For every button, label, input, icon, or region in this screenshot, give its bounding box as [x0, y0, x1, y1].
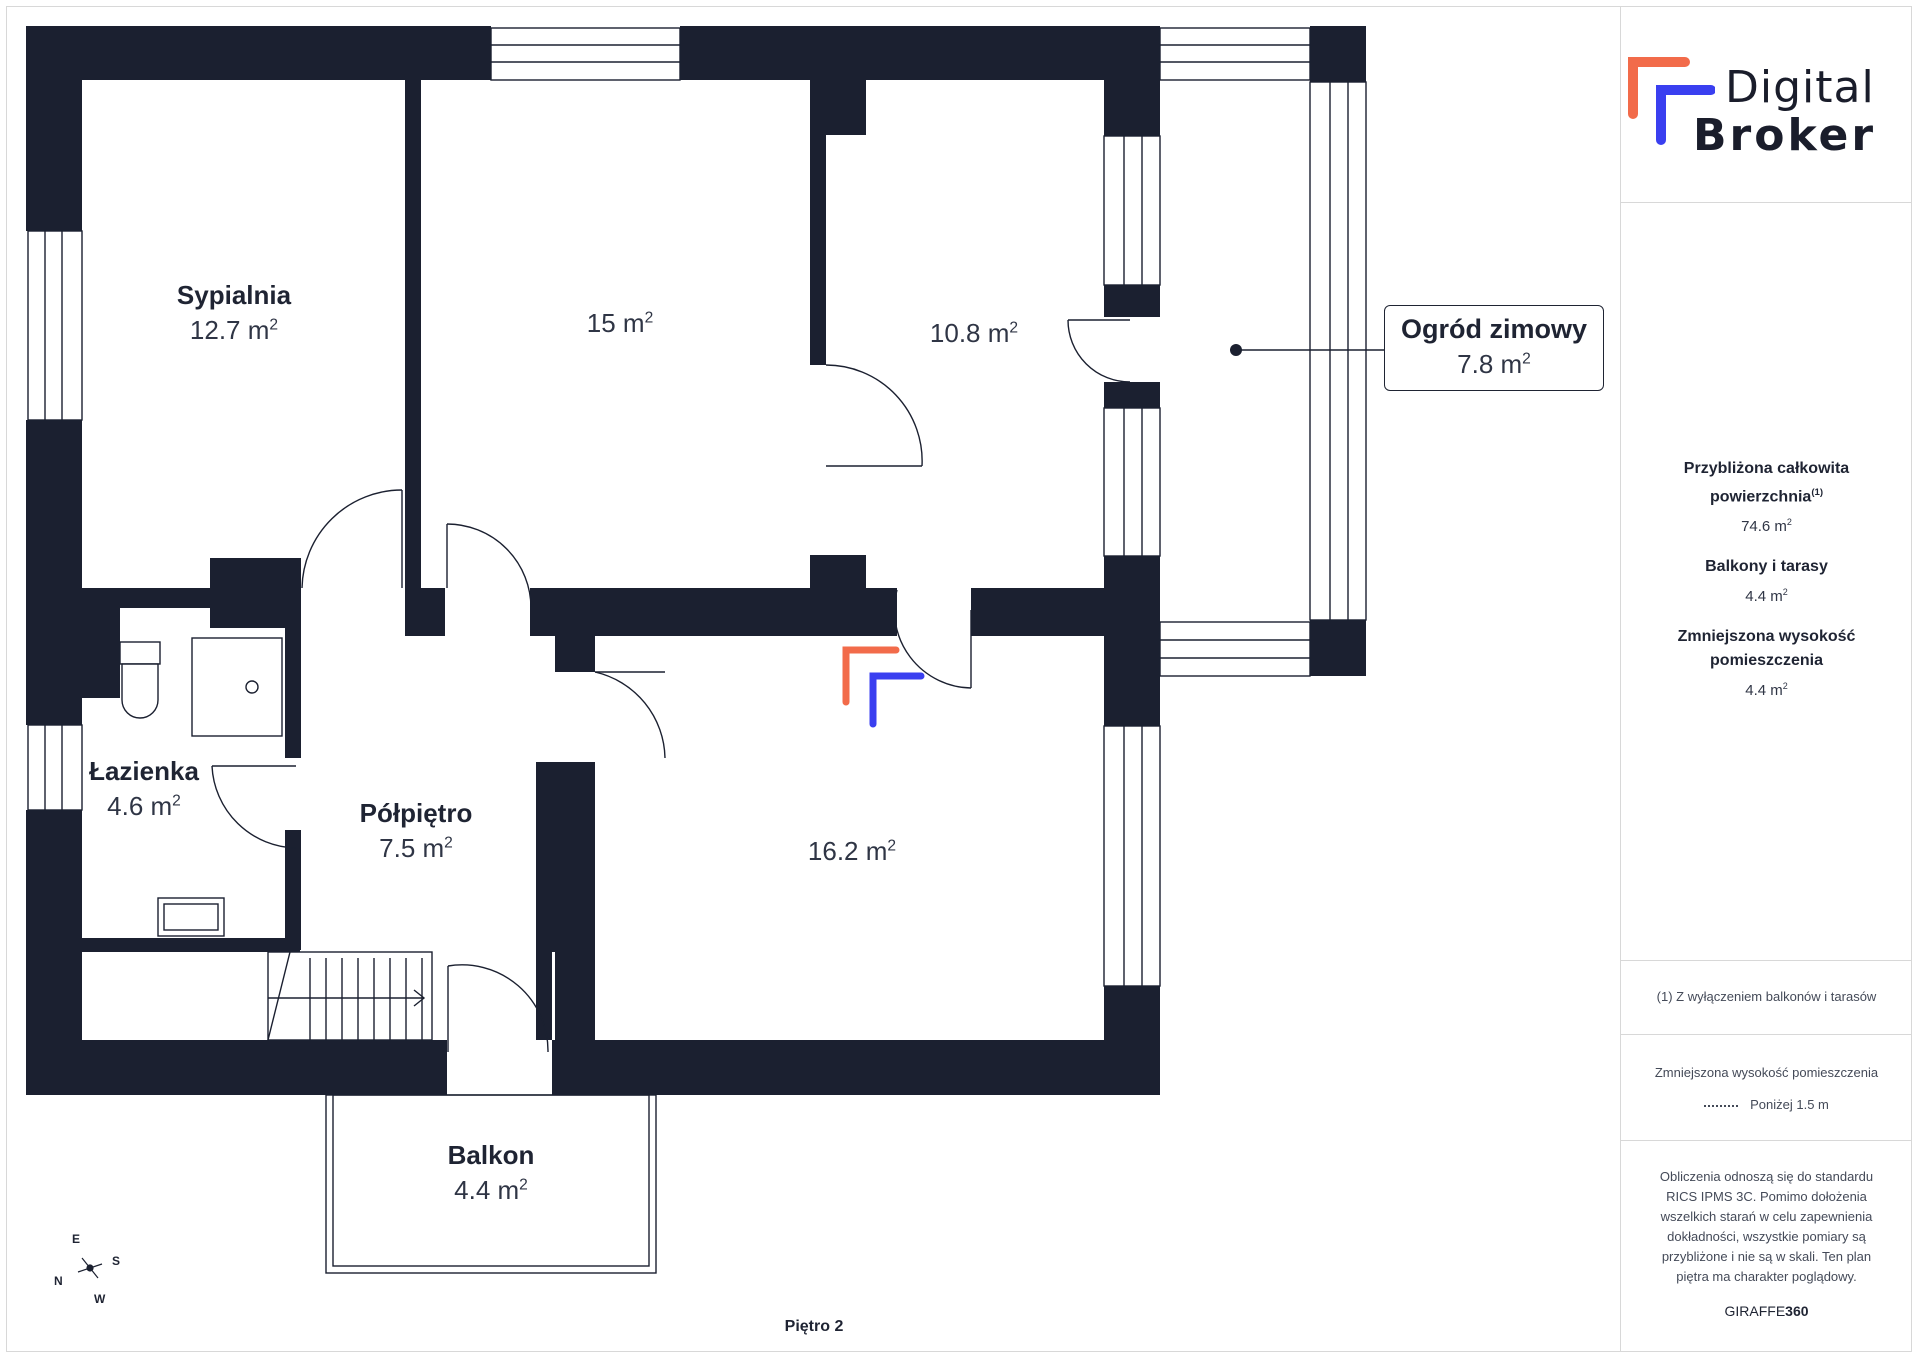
floor-label: Piętro 2 [784, 1318, 844, 1335]
room-label-polpietro: Półpiętro 7.5 m2 [359, 798, 473, 863]
room-label-10-8: 10.8 m2 [929, 318, 1019, 348]
floor-plan [26, 26, 1384, 1274]
brand-logo: Digital Broker [1621, 6, 1912, 202]
info-sidebar: Digital Broker Przybliżona całkowita pow… [1620, 6, 1912, 1352]
area-summary: Przybliżona całkowita powierzchnia(1) 74… [1621, 202, 1912, 960]
legend-section: Zmniejszona wysokość pomieszczenia Poniż… [1621, 1034, 1912, 1140]
windows [27, 27, 1367, 987]
room-label-16-2: 16.2 m2 [807, 836, 897, 866]
giraffe-brand: GIRAFFE360 [1724, 1303, 1809, 1319]
compass-e: E [72, 1232, 81, 1246]
page-frame [6, 6, 1912, 1352]
balcony-outline [325, 1094, 657, 1274]
compass-rose-icon [77, 1257, 103, 1279]
logo-broker: Broker [1693, 110, 1877, 161]
ogrod-zimowy-callout: Ogród zimowy 7.8 m2 [1384, 305, 1604, 391]
bathroom-fixtures [119, 637, 283, 937]
doors [211, 319, 1131, 1053]
room-label-15: 15 m2 [586, 308, 654, 338]
brand-logo-icon [1628, 57, 1715, 145]
stairs [267, 951, 433, 1041]
compass-icon: E S N W [50, 1230, 130, 1310]
watermark-logo-icon [842, 646, 925, 728]
room-label-balkon: Balkon 4.4 m2 [447, 1140, 535, 1205]
logo-digital: Digital [1725, 62, 1875, 113]
compass-n: N [54, 1274, 63, 1288]
legend-dotted-line [1704, 1104, 1739, 1107]
room-label-sypialnia: Sypialnia 12.7 m2 [176, 280, 292, 345]
walls [26, 26, 1366, 1095]
room-label-lazienka: Łazienka 4.6 m2 [89, 756, 199, 821]
disclaimer-section: Obliczenia odnoszą się do standardu RICS… [1621, 1140, 1912, 1352]
ogrod-leader [1230, 344, 1384, 356]
compass-s: S [112, 1254, 121, 1268]
compass-w: W [94, 1292, 106, 1306]
footnote-section: (1) Z wyłączeniem balkonów i tarasów [1621, 960, 1912, 1034]
